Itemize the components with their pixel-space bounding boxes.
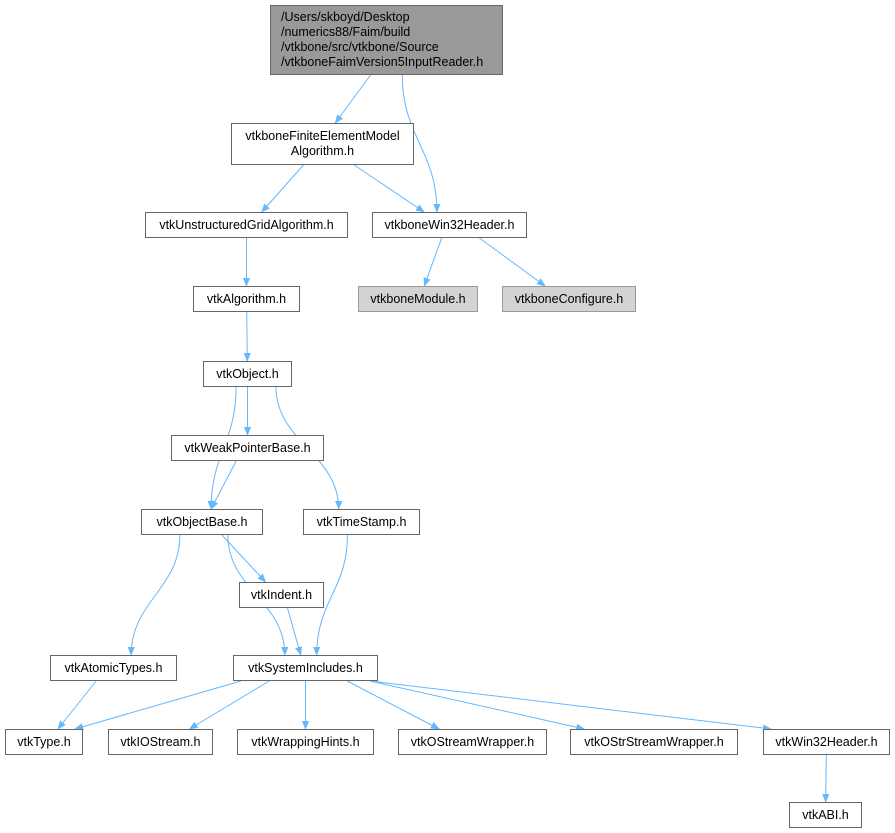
node-vtk-indent[interactable]: vtkIndent.h: [239, 582, 324, 608]
node-line: /numerics88/Faim/build: [281, 25, 411, 39]
edge-bw32-to-bconf: [479, 237, 546, 287]
node-line: vtkOStreamWrapper.h: [410, 734, 535, 749]
edge-objb-to-at: [127, 534, 181, 656]
node-vtk-time-stamp[interactable]: vtkTimeStamp.h: [303, 509, 420, 535]
node-line: vtkboneWin32Header.h: [384, 217, 515, 232]
node-vtk-win32-header[interactable]: vtkWin32Header.h: [763, 729, 890, 755]
edge-si-to-osw: [347, 680, 440, 730]
edge-si-to-ossw: [369, 680, 586, 731]
node-line: vtkOStrStreamWrapper.h: [584, 734, 724, 749]
edge-si-to-w32: [369, 680, 772, 732]
node-line: vtkTimeStamp.h: [316, 514, 407, 529]
node-line: vtkWin32Header.h: [775, 734, 878, 749]
edge-ind-to-si: [287, 607, 302, 656]
node-vtk-object[interactable]: vtkObject.h: [203, 361, 292, 387]
node-line: /vtkbone/src/vtkbone/Source: [281, 40, 439, 54]
edge-root-to-bw32: [401, 74, 441, 213]
node-line: vtkWeakPointerBase.h: [184, 440, 311, 455]
node-line: vtkboneConfigure.h: [514, 291, 624, 306]
node-line: Algorithm.h: [290, 144, 355, 158]
node-line: vtkboneFiniteElementModel: [245, 129, 400, 143]
node-line: vtkABI.h: [802, 807, 849, 822]
node-vtk-type[interactable]: vtkType.h: [5, 729, 83, 755]
node-line: vtkObjectBase.h: [156, 514, 248, 529]
node-line: /vtkboneFaimVersion5InputReader.h: [281, 55, 484, 69]
node-line: vtkboneModule.h: [370, 291, 466, 306]
edge-objb-to-ind: [221, 534, 267, 583]
node-vtk-system-includes[interactable]: vtkSystemIncludes.h: [233, 655, 378, 681]
edge-alg-to-obj: [243, 311, 251, 362]
node-vtk-unstructured-grid-algorithm[interactable]: vtkUnstructuredGridAlgorithm.h: [145, 212, 348, 238]
node-root-header: /Users/skboyd/Desktop /numerics88/Faim/b…: [270, 5, 503, 75]
node-vtk-ostream-wrapper[interactable]: vtkOStreamWrapper.h: [398, 729, 547, 755]
node-vtk-atomic-types[interactable]: vtkAtomicTypes.h: [50, 655, 177, 681]
edge-at-to-type: [57, 680, 97, 730]
node-vtk-wrapping-hints[interactable]: vtkWrappingHints.h: [237, 729, 374, 755]
edge-w32-to-abi: [822, 754, 830, 803]
node-line: /Users/skboyd/Desktop: [281, 10, 410, 24]
node-vtk-algorithm[interactable]: vtkAlgorithm.h: [193, 286, 300, 312]
edge-fea-to-uga: [261, 164, 304, 213]
node-vtkbone-module: vtkboneModule.h: [358, 286, 478, 312]
node-vtkbone-configure: vtkboneConfigure.h: [502, 286, 636, 312]
edge-si-to-type: [74, 680, 242, 731]
node-line: vtkAlgorithm.h: [206, 291, 287, 306]
edge-fea-to-bw32: [353, 164, 425, 213]
node-line: vtkUnstructuredGridAlgorithm.h: [159, 217, 334, 232]
edge-ts-to-si: [313, 534, 348, 656]
node-vtk-ostr-stream-wrapper[interactable]: vtkOStrStreamWrapper.h: [570, 729, 738, 755]
node-vtk-io-stream[interactable]: vtkIOStream.h: [108, 729, 213, 755]
node-line: vtkIOStream.h: [120, 734, 201, 749]
edge-si-to-ios: [188, 680, 270, 730]
node-line: vtkType.h: [17, 734, 71, 749]
node-line: vtkWrappingHints.h: [251, 734, 360, 749]
edge-root-to-fea: [334, 74, 371, 124]
node-vtk-object-base[interactable]: vtkObjectBase.h: [141, 509, 263, 535]
node-vtkbone-win32-header[interactable]: vtkboneWin32Header.h: [372, 212, 527, 238]
node-line: vtkAtomicTypes.h: [64, 660, 163, 675]
edge-wpb-to-objb: [210, 460, 237, 510]
node-line: vtkSystemIncludes.h: [248, 660, 363, 675]
node-vtk-abi[interactable]: vtkABI.h: [789, 802, 862, 828]
node-vtkbone-finite-element-model-algorithm[interactable]: vtkboneFiniteElementModel Algorithm.h: [231, 123, 414, 165]
edge-bw32-to-bmod: [423, 237, 443, 287]
node-line: vtkIndent.h: [250, 587, 313, 602]
node-vtk-weak-pointer-base[interactable]: vtkWeakPointerBase.h: [171, 435, 324, 461]
node-line: vtkObject.h: [216, 366, 279, 381]
